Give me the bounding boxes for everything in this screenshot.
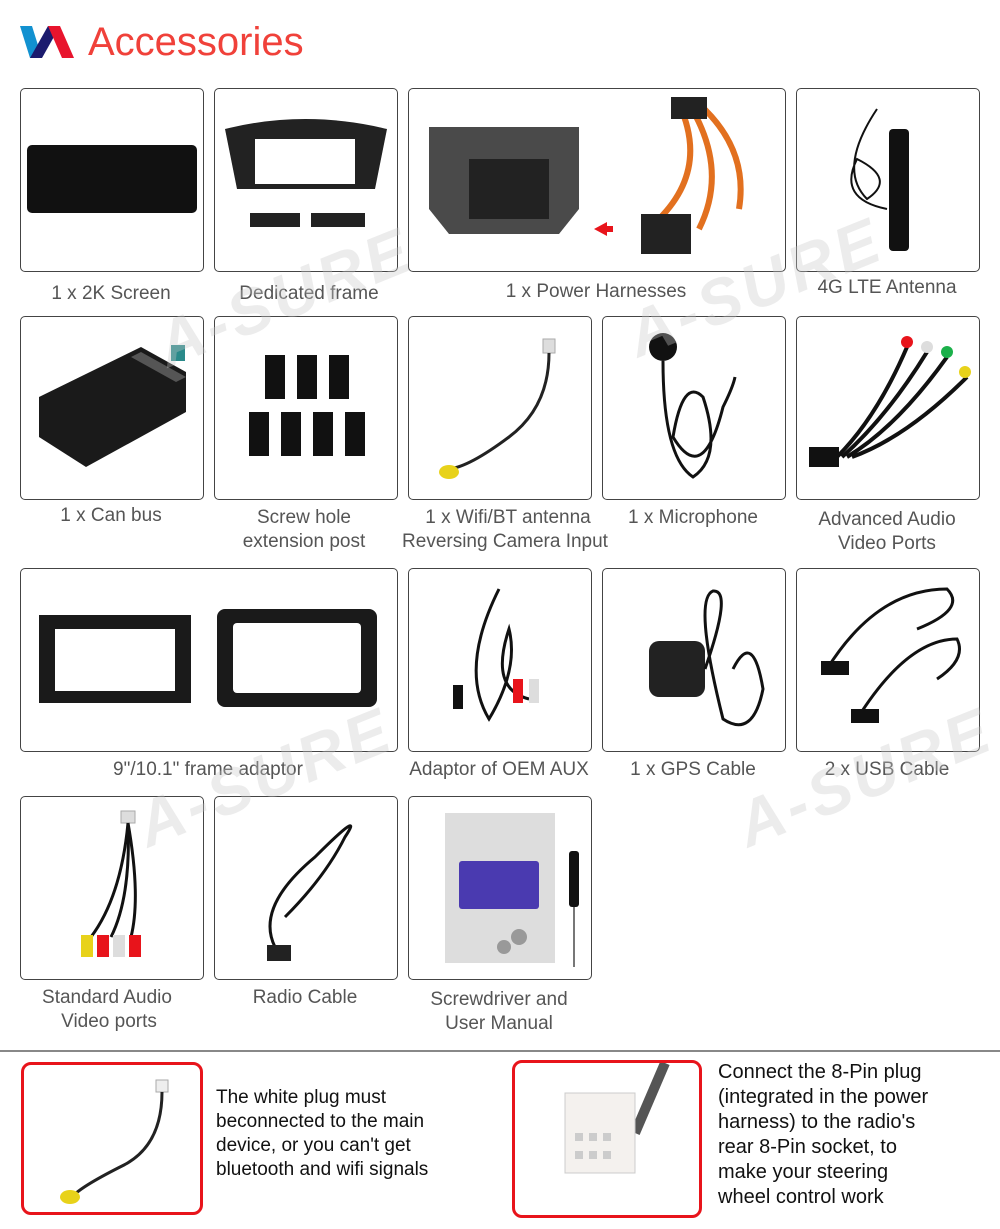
item-label-line1: 1 x Wifi/BT antenna (425, 507, 591, 528)
item-4g-antenna-image (796, 88, 980, 272)
item-label: Adaptor of OEM AUX (409, 759, 589, 780)
item-frame-adaptor-image (20, 568, 398, 752)
item-label: 1 x 2K Screen (51, 283, 171, 304)
item-label-line1: Standard Audio (42, 987, 172, 1008)
item-advanced-av-ports-image (796, 316, 980, 500)
item-2k-screen-image (20, 88, 204, 272)
brand-logo (20, 26, 74, 58)
item-can-bus-image (20, 316, 204, 500)
item-label: Radio Cable (252, 987, 358, 1008)
note-8pin-plug-image (512, 1060, 702, 1218)
item-label: 1 x GPS Cable (630, 759, 756, 780)
item-wifi-bt-antenna-image (408, 316, 592, 500)
item-oem-aux-adaptor-image (408, 568, 592, 752)
item-label-line2: User Manual (445, 1013, 553, 1034)
item-label-line1: Screw hole (257, 507, 351, 528)
item-usb-cable-image (796, 568, 980, 752)
item-gps-cable-image (602, 568, 786, 752)
note-wifi-plug-text: The white plug must beconnected to the m… (216, 1087, 429, 1180)
item-dedicated-frame-image (214, 88, 398, 272)
item-power-harness-image (408, 88, 786, 272)
item-microphone-image (602, 316, 786, 500)
item-label: Dedicated frame (239, 283, 379, 304)
item-label: 1 x Power Harnesses (505, 281, 687, 302)
item-label: 4G LTE Antenna (817, 277, 957, 298)
item-label-line1: Advanced Audio (818, 509, 956, 530)
note-wifi-plug-image (21, 1062, 203, 1215)
item-label: 1 x Can bus (60, 505, 162, 526)
item-label-line2: Video ports (61, 1011, 157, 1032)
section-divider (0, 1050, 1000, 1052)
note-8pin-plug-text: Connect the 8-Pin plug (integrated in th… (718, 1061, 929, 1208)
item-label: 2 x USB Cable (824, 759, 950, 780)
item-label: 1 x Microphone (628, 507, 758, 528)
item-screwdriver-manual-image (408, 796, 592, 980)
item-label-line2: Reversing Camera Input (402, 531, 608, 552)
item-label: 9"/10.1" frame adaptor (113, 759, 303, 780)
item-screw-post-image (214, 316, 398, 500)
item-label-line2: Video Ports (838, 533, 936, 554)
item-label-line2: extension post (242, 531, 366, 552)
item-standard-av-ports-image (20, 796, 204, 980)
item-label-line1: Screwdriver and (430, 989, 568, 1010)
page-title: Accessories (88, 20, 304, 64)
item-radio-cable-image (214, 796, 398, 980)
